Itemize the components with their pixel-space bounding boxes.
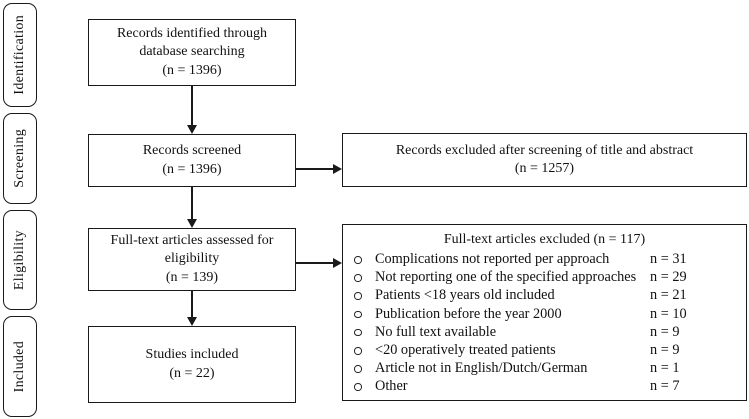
exclusion-reason-label: Patients <18 years old included — [375, 287, 555, 304]
box-fulltext-assessed-text: Full-text articles assessed for eligibil… — [110, 232, 274, 285]
exclusion-reason-row: Patients <18 years old included n = 21 — [351, 286, 738, 304]
stage-label-identification: Identification — [12, 15, 27, 95]
box-records-identified-text: Records identified through database sear… — [116, 25, 268, 78]
circle-bullet-icon — [354, 292, 362, 300]
exclusion-reason-label: Other — [375, 378, 408, 395]
arrow-right-icon — [333, 257, 342, 268]
circle-bullet-icon — [354, 328, 362, 337]
exclusion-reason-label: <20 operatively treated patients — [375, 342, 556, 359]
stage-box-identification: Identification — [3, 3, 37, 107]
box-records-screened-text: Records screened (n = 1396) — [142, 143, 242, 177]
circle-bullet-icon — [354, 365, 362, 373]
exclusion-reason-row: Other n = 7 — [351, 377, 738, 395]
exclusion-reason-count: n = 21 — [650, 287, 687, 304]
exclusion-reason-count: n = 10 — [650, 305, 687, 322]
stage-label-eligibility: Eligibility — [12, 229, 27, 291]
arrow-down-icon — [187, 125, 197, 134]
fulltext-excluded-title: Full-text articles excluded (n = 117) — [443, 232, 646, 247]
box-records-screened: Records screened (n = 1396) — [88, 134, 296, 187]
box-fulltext-excluded: Full-text articles excluded (n = 117) Co… — [342, 224, 747, 401]
arrow-line-screened-to-excluded — [296, 168, 334, 170]
box-records-identified: Records identified through database sear… — [88, 19, 296, 86]
box-records-excluded-screening-text: Records excluded after screening of titl… — [395, 142, 694, 177]
arrow-down-icon — [187, 317, 197, 326]
exclusion-reason-row: Not reporting one of the specified appro… — [351, 268, 738, 286]
stage-box-included: Included — [3, 316, 37, 417]
arrow-down-icon — [187, 219, 197, 228]
stage-label-included: Included — [12, 340, 27, 393]
circle-bullet-icon — [354, 256, 362, 264]
exclusion-reason-row: Publication before the year 2000 n = 10 — [351, 305, 738, 323]
exclusion-reason-row: No full text available n = 9 — [351, 323, 738, 341]
exclusion-reason-count: n = 7 — [650, 378, 680, 395]
exclusion-reason-label: Complications not reported per approach — [375, 251, 610, 267]
box-records-excluded-screening: Records excluded after screening of titl… — [342, 133, 747, 187]
box-studies-included: Studies included (n = 22) — [88, 326, 296, 403]
exclusion-reason-label: No full text available — [375, 323, 497, 340]
exclusion-reason-row: <20 operatively treated patients n = 9 — [351, 341, 738, 359]
arrow-right-icon — [333, 163, 342, 174]
stage-box-screening: Screening — [3, 113, 37, 204]
arrow-line-screened-to-fulltext — [191, 187, 193, 220]
exclusion-reason-label: Article not in English/Dutch/German — [375, 360, 588, 377]
exclusion-reason-count: n = 29 — [650, 269, 687, 286]
arrow-line-identified-to-screened — [191, 86, 193, 126]
arrow-line-fulltext-to-excluded — [296, 262, 334, 264]
circle-bullet-icon — [354, 347, 362, 355]
arrow-line-fulltext-to-included — [191, 291, 193, 318]
exclusion-reason-row: Article not in English/Dutch/German n = … — [351, 359, 738, 377]
exclusion-reason-label: Publication before the year 2000 — [375, 305, 562, 322]
box-fulltext-assessed: Full-text articles assessed for eligibil… — [88, 228, 296, 291]
box-studies-included-text: Studies included (n = 22) — [145, 347, 239, 381]
exclusion-reason-count: n = 31 — [650, 251, 687, 267]
circle-bullet-icon — [354, 310, 362, 319]
circle-bullet-icon — [354, 274, 362, 282]
stage-box-eligibility: Eligibility — [3, 210, 37, 310]
circle-bullet-icon — [354, 383, 362, 391]
exclusion-reason-count: n = 9 — [650, 323, 680, 340]
exclusion-reason-count: n = 9 — [650, 342, 680, 359]
stage-label-screening: Screening — [12, 129, 27, 188]
exclusion-reason-count: n = 1 — [650, 360, 680, 377]
exclusion-reason-row: Complications not reported per approach … — [351, 250, 738, 268]
exclusion-reason-label: Not reporting one of the specified appro… — [375, 269, 637, 286]
